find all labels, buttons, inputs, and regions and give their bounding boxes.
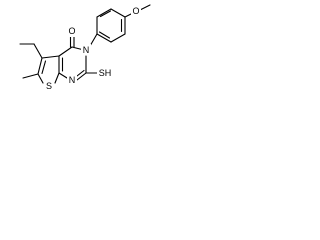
bond-ethyl-1: [33, 43, 43, 59]
structure-drawing: O O N N S SH: [19, 4, 151, 91]
thiophene-sulfur-label: S: [46, 81, 52, 91]
bond-n1-c2: [76, 72, 87, 81]
bond-c4a-c5: [41, 55, 60, 59]
chemical-structure: O O N N S SH: [0, 0, 155, 117]
bond-benzene-3: [96, 33, 112, 43]
methoxy-oxygen-label: O: [132, 6, 139, 16]
bond-c7a-n1: [58, 72, 68, 79]
bond-benzene-2: [110, 33, 126, 43]
ring-nitrogen-n1-label: N: [69, 75, 76, 85]
bond-n1-c2-double: [76, 69, 85, 77]
bond-benzene-5: [96, 8, 112, 18]
atom-labels: O O N N S SH: [44, 5, 141, 91]
bond-c6-s: [37, 73, 44, 84]
bonds: [19, 4, 151, 84]
bond-benzene-double-c: [99, 10, 112, 18]
bond-methyl: [22, 73, 39, 79]
bond-methoxy-methyl: [139, 4, 151, 11]
bond-aryl-n3: [89, 33, 98, 47]
bond-benzene-double-b: [98, 31, 111, 39]
bond-c5-c6-double: [41, 60, 47, 75]
bond-c5-c6: [37, 57, 43, 75]
thiol-group-label: SH: [99, 68, 112, 78]
bond-benzene-6: [110, 8, 126, 18]
carbonyl-oxygen-label: O: [68, 26, 75, 36]
ring-nitrogen-n3-label: N: [83, 45, 90, 55]
bond-c4-c4a: [58, 46, 73, 57]
bond-s-c7a: [54, 72, 60, 84]
